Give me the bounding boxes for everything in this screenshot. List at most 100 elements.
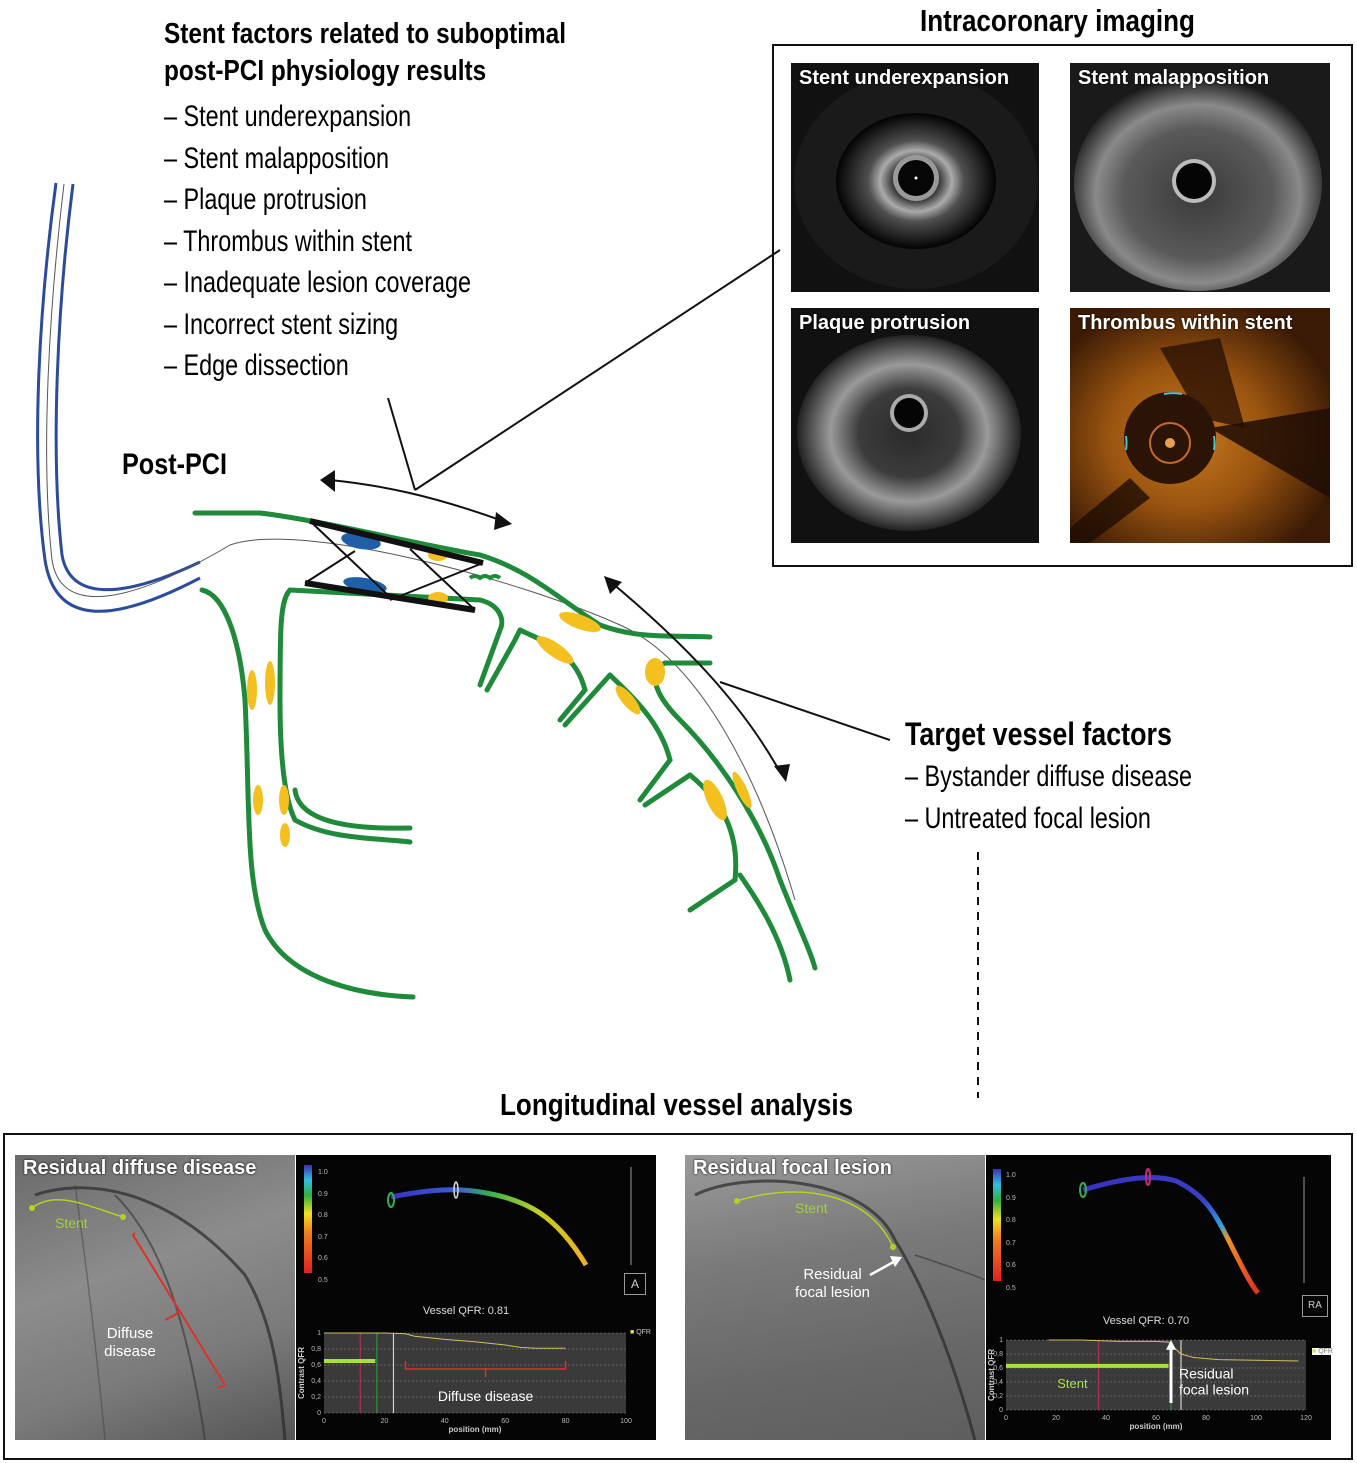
y-tick-label: 0: [999, 1407, 1003, 1414]
vessel-qfr-value: Vessel QFR: 0.70: [1102, 1315, 1190, 1327]
x-tick-label: 0: [1004, 1415, 1008, 1422]
x-tick-label: 0: [322, 1418, 326, 1425]
oct-scan-graphic: [1070, 308, 1330, 543]
y-tick-label: 0,2: [993, 1393, 1003, 1400]
y-tick-label: 0,6: [993, 1365, 1003, 1372]
stent-factor-item: – Plaque protrusion: [164, 183, 367, 216]
chart-legend: ■ QFR: [630, 1329, 651, 1336]
stent-factor-item: – Thrombus within stent: [164, 224, 412, 258]
ivus-scan-graphic: [791, 63, 1039, 292]
x-tick-label: 60: [501, 1418, 509, 1425]
angio-title: Residual diffuse disease: [23, 1157, 257, 1179]
y-tick-label: 1: [317, 1330, 321, 1337]
guiding-catheter: [36, 182, 201, 613]
target-factor-item: – Untreated focal lesion: [905, 801, 1151, 835]
annotation-arrows: [329, 249, 891, 773]
stent-factor-item: – Stent malapposition: [164, 141, 390, 175]
orientation-cube-icon[interactable]: A: [624, 1273, 646, 1295]
dissection-flap: [468, 574, 502, 581]
focal-lesion-annotation: Residual focal lesion: [794, 1266, 871, 1301]
angiogram-vessels: [694, 1179, 985, 1440]
stent-factor-item: – Incorrect stent sizing: [164, 307, 399, 341]
diffuse-disease-annotation: Diffuse disease: [104, 1325, 156, 1360]
y-axis-label: Contrast QFR: [987, 1349, 996, 1401]
x-tick-label: 120: [1300, 1415, 1312, 1422]
qfr-colorbar: [993, 1169, 1001, 1281]
focal-lesion-arrowhead: [1166, 1340, 1176, 1350]
y-tick-label: 0,8: [993, 1351, 1003, 1358]
x-tick-label: 80: [562, 1418, 570, 1425]
guidewire: [46, 183, 796, 901]
ivus-scan-graphic: [1070, 63, 1330, 292]
stent-label: Stent: [55, 1215, 88, 1231]
x-tick-label: 100: [620, 1418, 632, 1425]
x-tick-label: 100: [1250, 1415, 1262, 1422]
tile-label: Plaque protrusion: [799, 312, 971, 334]
stent-factor-item: – Stent underexpansion: [164, 100, 412, 133]
post-pci-label: Post-PCI: [122, 448, 228, 481]
orientation-cube-icon[interactable]: RA: [1302, 1295, 1328, 1317]
qfr-line: [324, 1332, 566, 1349]
y-tick-label: 0,4: [311, 1378, 321, 1385]
angio-title: Residual focal lesion: [693, 1157, 892, 1179]
intracoronary-imaging-panel: Stent underexpansion Stent malapposition: [772, 44, 1353, 567]
qfr-colorbar: [304, 1165, 312, 1273]
chart-legend: ■ QFR: [1312, 1348, 1333, 1355]
tile-label: Thrombus within stent: [1078, 312, 1293, 334]
x-tick-label: 60: [1152, 1415, 1160, 1422]
y-tick-label: 0,8: [311, 1346, 321, 1353]
stent-graphic: [304, 518, 484, 613]
x-tick-label: 40: [441, 1418, 449, 1425]
vessel-3d-reconstruction: [1079, 1168, 1305, 1295]
target-vessel-factors-title: Target vessel factors: [905, 716, 1172, 752]
plot-area: [1006, 1340, 1306, 1410]
ivus-image-malapposition: Stent malapposition: [1070, 63, 1330, 292]
ivus-image-underexpansion: Stent underexpansion: [791, 63, 1039, 292]
x-tick-label: 80: [1202, 1415, 1210, 1422]
oct-image-thrombus: Thrombus within stent: [1070, 308, 1330, 543]
x-tick-label: 20: [1052, 1415, 1060, 1422]
vessel-3d-reconstruction: [387, 1167, 632, 1267]
x-axis-label: position (mm): [449, 1425, 502, 1434]
ivus-image-plaque-protrusion: Plaque protrusion: [791, 308, 1039, 543]
y-axis-label: Contrast QFR: [297, 1347, 306, 1399]
x-tick-label: 40: [1102, 1415, 1110, 1422]
y-tick-label: 0,2: [311, 1394, 321, 1401]
tile-label: Stent underexpansion: [799, 67, 1010, 89]
target-vessel-factors-list: – Bystander diffuse disease – Untreated …: [905, 756, 1273, 839]
angiogram-diffuse: Residual diffuse disease Stent Diffuse d…: [15, 1155, 295, 1440]
plot-area: [324, 1333, 626, 1413]
vessel-walls: [192, 510, 818, 1000]
stent-factor-item: – Edge dissection: [164, 349, 349, 382]
y-tick-label: 0,4: [993, 1379, 1003, 1386]
qfr-pullback-chart-focal: 0 0,2 0,4 0,6 0,8 1 0 20 40 60 80 100 120 position (m…: [987, 1337, 1312, 1431]
vessel-qfr-value: Vessel QFR: 0.81: [422, 1305, 510, 1317]
x-axis-label: position (mm): [1130, 1422, 1183, 1431]
arrow-label: Residual: [1179, 1366, 1233, 1382]
tile-label: Stent malapposition: [1078, 67, 1270, 89]
ivus-scan-graphic: [791, 308, 1039, 543]
stent-factors-title: Stent factors related to suboptimal post…: [164, 18, 567, 87]
bracket-label: Diffuse disease: [438, 1388, 534, 1404]
y-tick-label: 0: [317, 1410, 321, 1417]
stent-label: Stent: [795, 1200, 828, 1216]
arrow-label: focal lesion: [1179, 1382, 1249, 1398]
intracoronary-imaging-title: Intracoronary imaging: [920, 3, 1195, 38]
x-tick-label: 20: [381, 1418, 389, 1425]
y-tick-label: 1: [999, 1337, 1003, 1344]
target-factor-item: – Bystander diffuse disease: [905, 760, 1193, 793]
angiogram-vessels: [29, 1184, 287, 1440]
stent-factors-list: – Stent underexpansion – Stent malapposi…: [164, 96, 558, 387]
arrowheads: [320, 470, 790, 782]
diffuse-bracket: [404, 1361, 567, 1377]
stent-bar-label: Stent: [1057, 1376, 1088, 1391]
longitudinal-analysis-title: Longitudinal vessel analysis: [500, 1087, 854, 1122]
angiogram-focal: Residual focal lesion Stent Residual foc…: [685, 1155, 985, 1440]
coronary-vessel-diagram: [36, 182, 979, 1098]
qfr-pullback-chart-diffuse: 0 0,2 0,4 0,6 0,8 1 0 20 40 60 80 100 position (mm) C…: [297, 1330, 632, 1434]
y-tick-label: 0,6: [311, 1362, 321, 1369]
